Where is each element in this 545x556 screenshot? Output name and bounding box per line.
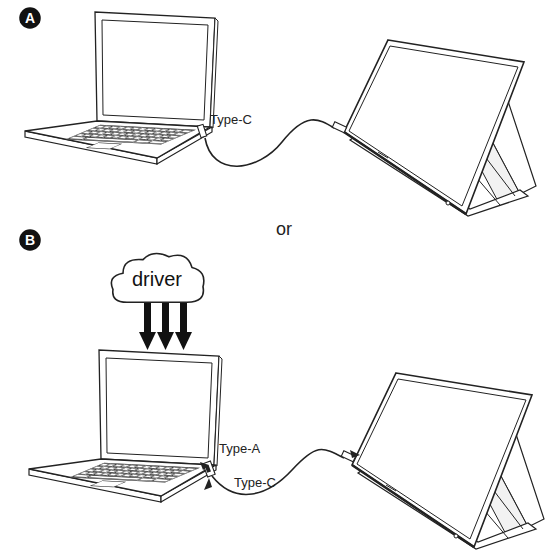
connector-label: Type-C	[210, 113, 252, 126]
connector-label: Type-A	[219, 442, 260, 455]
monitor-illustration	[352, 373, 544, 549]
alternative-word: or	[276, 220, 292, 238]
usb-c-cable	[197, 120, 346, 166]
download-arrows	[139, 298, 192, 350]
connector-label: Type-C	[234, 476, 276, 489]
step-badge: A	[19, 7, 41, 29]
cloud-shape: driver	[107, 250, 207, 308]
cloud-label: driver	[132, 269, 182, 289]
laptop-illustration	[25, 12, 218, 164]
laptop-illustration	[29, 350, 222, 502]
monitor-illustration	[344, 40, 536, 216]
step-letter: A	[25, 11, 35, 25]
step-badge: B	[19, 229, 41, 251]
usb-a-to-c-cable	[200, 449, 360, 494]
step-letter: B	[25, 233, 35, 247]
